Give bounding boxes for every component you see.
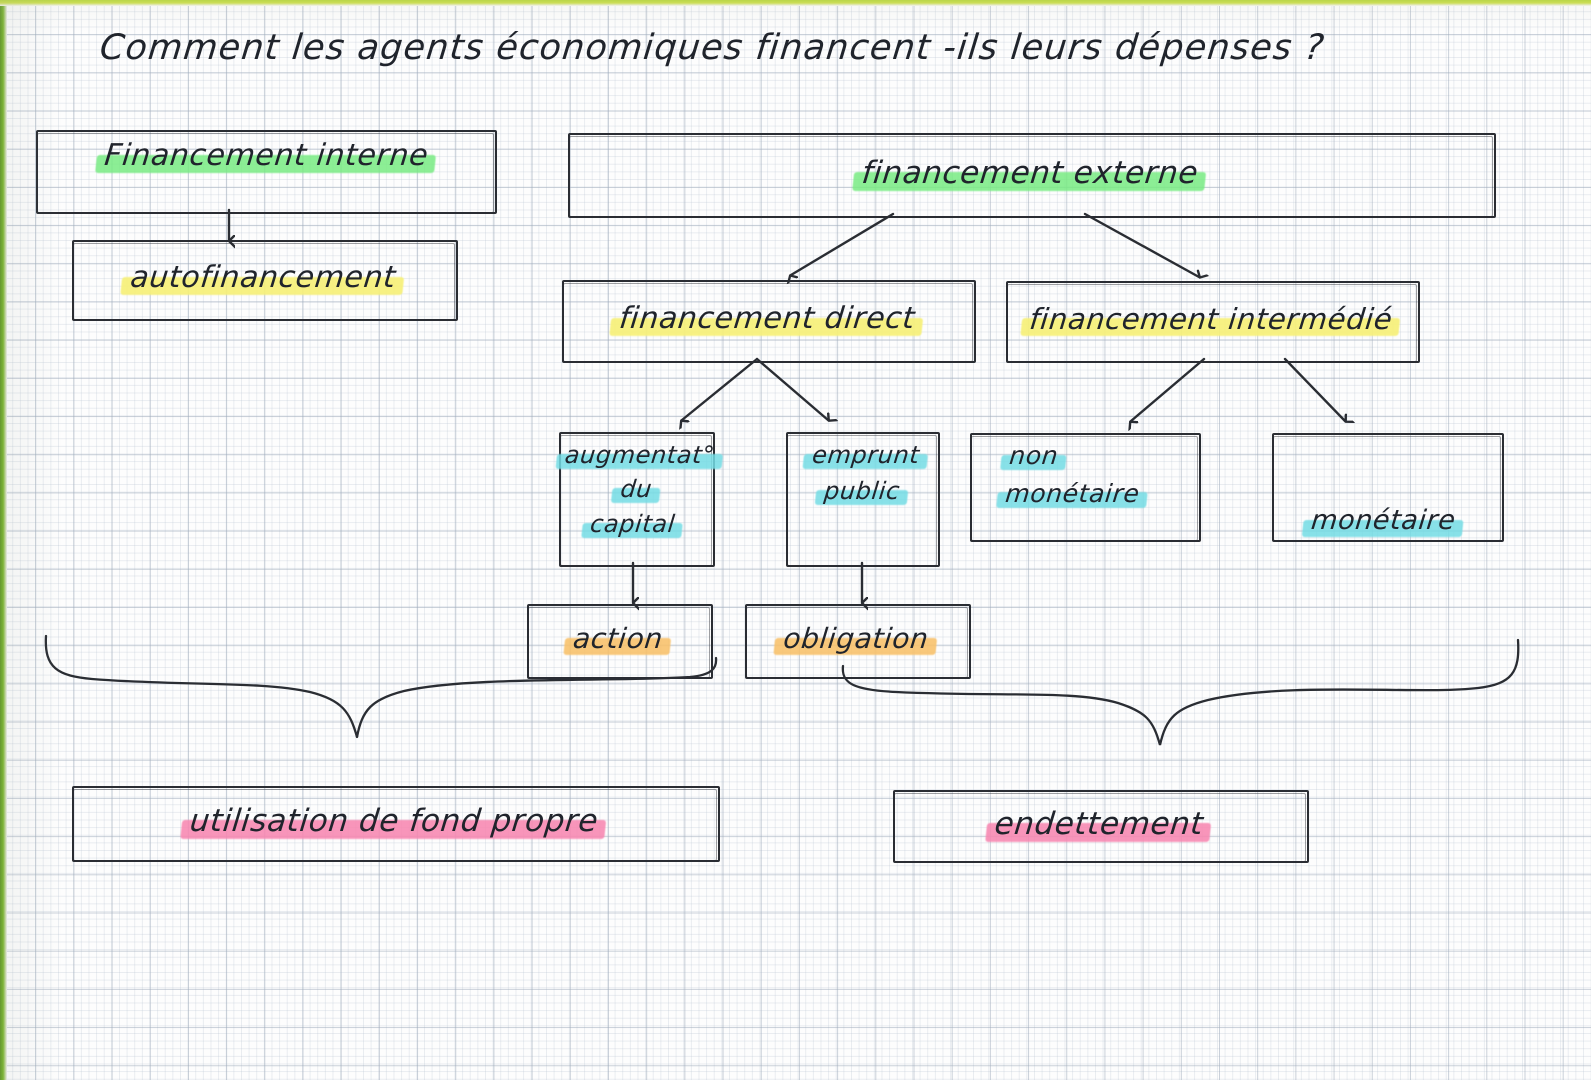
arrow-intermedie-to-monetaire <box>1283 357 1345 421</box>
node-monetaire[interactable]: monétaire <box>1272 433 1504 542</box>
augmentation-capital-line1: augmentat° <box>563 441 717 469</box>
node-financement-interne[interactable]: Financement interne <box>36 130 497 214</box>
financement-direct-label: financement direct <box>617 301 917 337</box>
node-text: utilisation de fond propre <box>68 786 720 858</box>
arrow-externe-to-direct <box>791 212 895 275</box>
node-text: non monétaire <box>964 433 1239 546</box>
node-text: action <box>523 604 712 675</box>
node-frame <box>745 604 971 679</box>
node-frame <box>36 130 497 214</box>
node-frame <box>1272 433 1504 542</box>
node-obligation[interactable]: obligation <box>745 604 971 679</box>
node-text: financement externe <box>564 133 1497 214</box>
node-frame <box>568 133 1496 218</box>
arrow-externe-to-intermedie <box>1083 212 1199 277</box>
emprunt-public-line1: emprunt <box>810 441 922 469</box>
node-text: Financement interne <box>31 130 497 218</box>
node-text: financement intermédié <box>1002 281 1420 359</box>
node-text: autofinancement <box>68 240 458 317</box>
node-financement-direct[interactable]: financement direct <box>562 280 976 363</box>
node-financement-externe[interactable]: financement externe <box>568 133 1496 218</box>
binder-edge-top <box>0 0 1591 6</box>
node-text: emprunt public <box>779 432 944 572</box>
node-emprunt-public[interactable]: emprunt public <box>786 432 940 567</box>
financement-externe-label: financement externe <box>860 154 1201 191</box>
emprunt-public-line2: public <box>822 477 902 506</box>
node-text: augmentat° du capital <box>552 432 719 572</box>
arrow-direct-to-emprunt <box>755 357 828 420</box>
node-autofinancement[interactable]: autofinancement <box>72 240 458 321</box>
augmentation-capital-line3: capital <box>588 509 677 538</box>
node-financement-intermedie[interactable]: financement intermédié <box>1006 281 1420 363</box>
node-text: obligation <box>741 604 970 675</box>
node-endettement[interactable]: endettement <box>893 790 1309 863</box>
node-frame <box>72 240 458 321</box>
node-text: endettement <box>889 790 1308 859</box>
page-title: Comment les agents économiques financent… <box>97 28 1327 68</box>
non-monetaire-line1: non <box>1008 441 1060 470</box>
node-frame <box>786 432 940 567</box>
endettement-label: endettement <box>992 805 1206 842</box>
autofinancement-label: autofinancement <box>128 260 398 296</box>
node-frame <box>559 432 715 567</box>
node-frame <box>562 280 976 363</box>
node-utilisation-fond-propre[interactable]: utilisation de fond propre <box>72 786 720 862</box>
obligation-label: obligation <box>781 622 931 656</box>
non-monetaire-line2: monétaire <box>1004 478 1142 508</box>
node-action[interactable]: action <box>527 604 713 679</box>
arrow-intermedie-to-non-monetaire <box>1131 357 1206 421</box>
node-non-monetaire[interactable]: non monétaire <box>970 433 1201 542</box>
node-frame <box>527 604 713 679</box>
node-frame <box>970 433 1201 542</box>
action-label: action <box>571 622 665 656</box>
utilisation-fond-propre-label: utilisation de fond propre <box>188 803 601 840</box>
node-text: financement direct <box>558 280 976 359</box>
node-frame <box>72 786 720 862</box>
monetaire-label: monétaire <box>1309 505 1458 537</box>
binder-edge-left <box>0 0 7 1080</box>
financement-intermedie-label: financement intermédié <box>1027 302 1395 337</box>
node-augmentation-capital[interactable]: augmentat° du capital <box>559 432 716 567</box>
arrow-direct-to-augmentation <box>682 357 759 420</box>
augmentation-capital-line2: du <box>619 475 654 504</box>
node-frame <box>1006 281 1420 363</box>
node-text: monétaire <box>1265 433 1506 560</box>
node-frame <box>893 790 1309 863</box>
financement-interne-label: Financement interne <box>102 138 431 173</box>
